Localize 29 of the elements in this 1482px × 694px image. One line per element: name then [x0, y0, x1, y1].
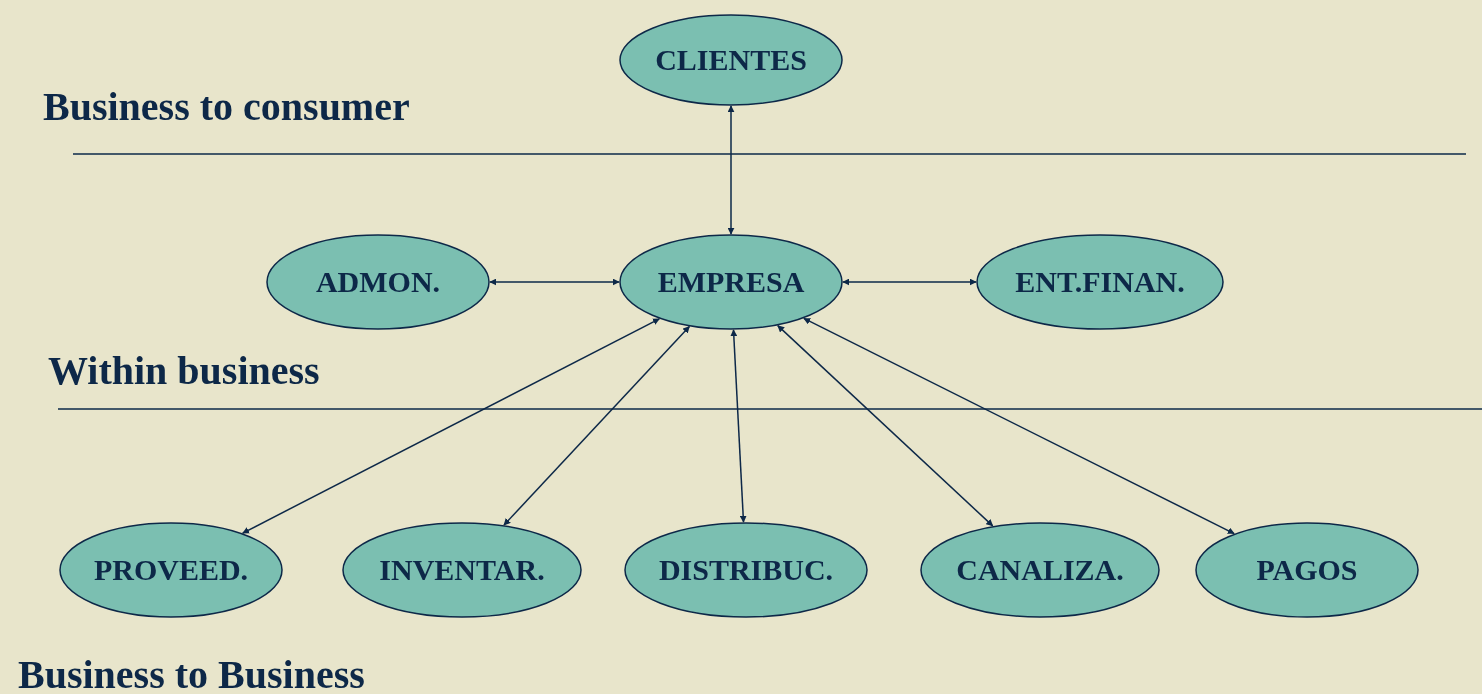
section-heading: Business to Business — [18, 651, 365, 694]
double-arrow — [241, 318, 661, 534]
oval-node — [342, 522, 582, 618]
node-label: EMPRESA — [657, 267, 805, 297]
oval-node — [920, 522, 1160, 618]
node-label: PAGOS — [1256, 555, 1358, 585]
oval-node — [59, 522, 283, 618]
double-arrow — [727, 105, 735, 235]
node-label: CLIENTES — [655, 45, 807, 75]
oval-node — [624, 522, 868, 618]
oval-node — [266, 234, 490, 330]
double-arrow — [730, 329, 747, 523]
node-label: INVENTAR. — [379, 555, 545, 585]
section-heading: Within business — [48, 347, 320, 395]
node-label: ENT.FINAN. — [1015, 267, 1185, 297]
oval-node — [619, 14, 843, 106]
double-arrow — [503, 325, 691, 526]
double-arrow — [777, 324, 994, 527]
double-arrow — [489, 278, 620, 286]
oval-node — [976, 234, 1224, 330]
double-arrow — [803, 317, 1235, 535]
node-label: CANALIZA. — [956, 555, 1124, 585]
double-arrow — [842, 278, 977, 286]
oval-node — [619, 234, 843, 330]
section-heading: Business to consumer — [43, 83, 410, 131]
node-label: ADMON. — [315, 267, 441, 297]
node-label: PROVEED. — [93, 555, 249, 585]
node-label: DISTRIBUC. — [658, 555, 834, 585]
oval-node — [1195, 522, 1419, 618]
